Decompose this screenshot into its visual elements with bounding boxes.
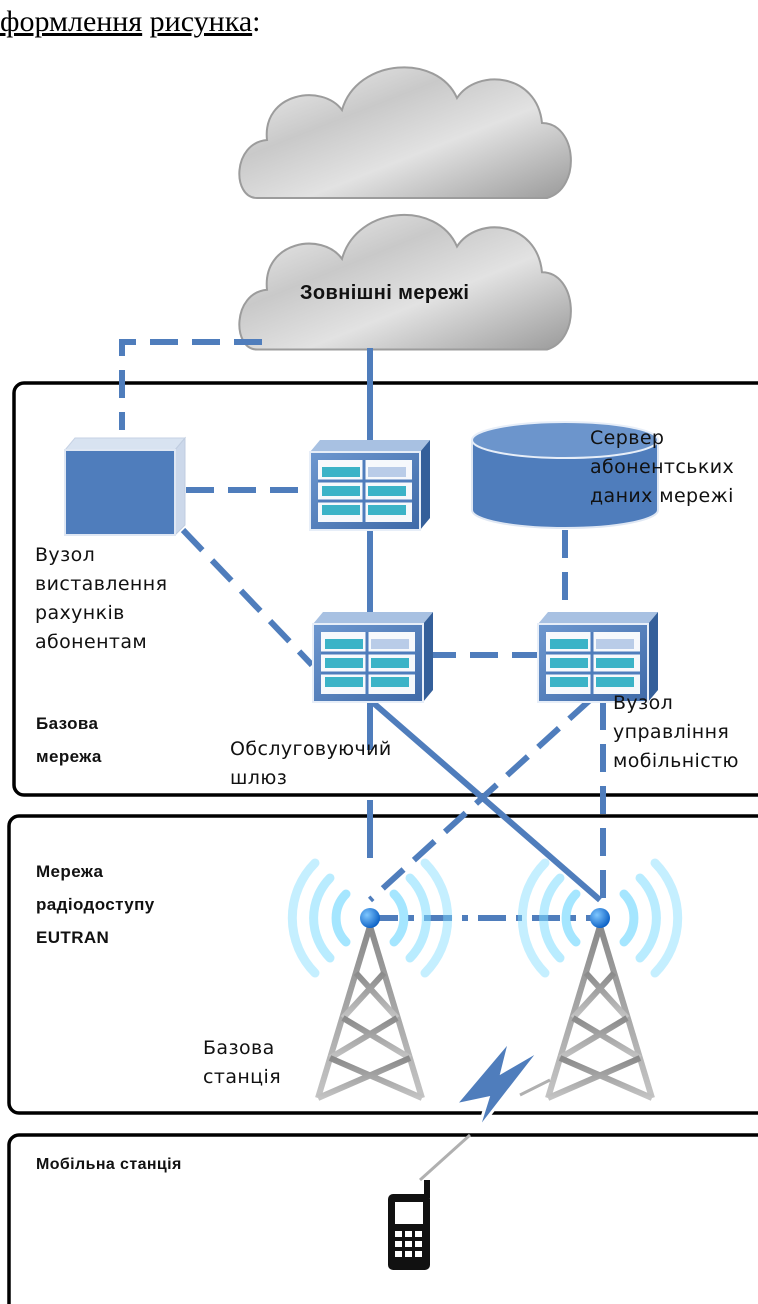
heading-word-1: формлення [0,5,143,38]
radio-network-box [7,814,758,1115]
link-billing-to-gateway [180,527,315,668]
antenna-tower-icon [517,858,683,1101]
link-gateway-to-bs2 [368,697,602,903]
external-networks-label: Зовнішні мережі [300,282,470,304]
mobile-station-box [7,1133,758,1304]
cloud-icon [238,66,572,199]
radio-network-label: Мережа радіодоступу EUTRAN [36,862,155,947]
mobility-node-label: Вузол управління мобільністю [613,692,739,772]
antenna-tower-icon [287,858,453,1101]
core-network-box [12,381,758,797]
gateway-server-cube-icon [312,612,433,703]
base-station-label: Базова станція [203,1037,282,1088]
billing-node-box-icon [63,436,187,537]
link-mme-to-bs1 [367,697,593,903]
lightning-icon [418,1039,551,1182]
core-network-label: Базова мережа [36,714,102,766]
hss-label: Сервер абонентських даних мережі [590,427,735,507]
billing-node-label: Вузол виставлення рахунків абонентам [35,544,168,653]
database-icon [471,421,659,529]
link-cloud-to-billing [119,339,262,430]
serving-gateway-label: Обслуговуючий шлюз [230,738,392,789]
server-cube-icon [309,440,430,531]
mme-server-cube-icon [537,612,658,703]
page-heading: формлення рисунка: [0,0,260,44]
heading-colon: : [252,5,261,38]
heading-word-2: рисунка [149,5,253,38]
mobile-phone-icon [388,1180,430,1270]
mobile-station-label: Мобільна станція [36,1156,182,1173]
